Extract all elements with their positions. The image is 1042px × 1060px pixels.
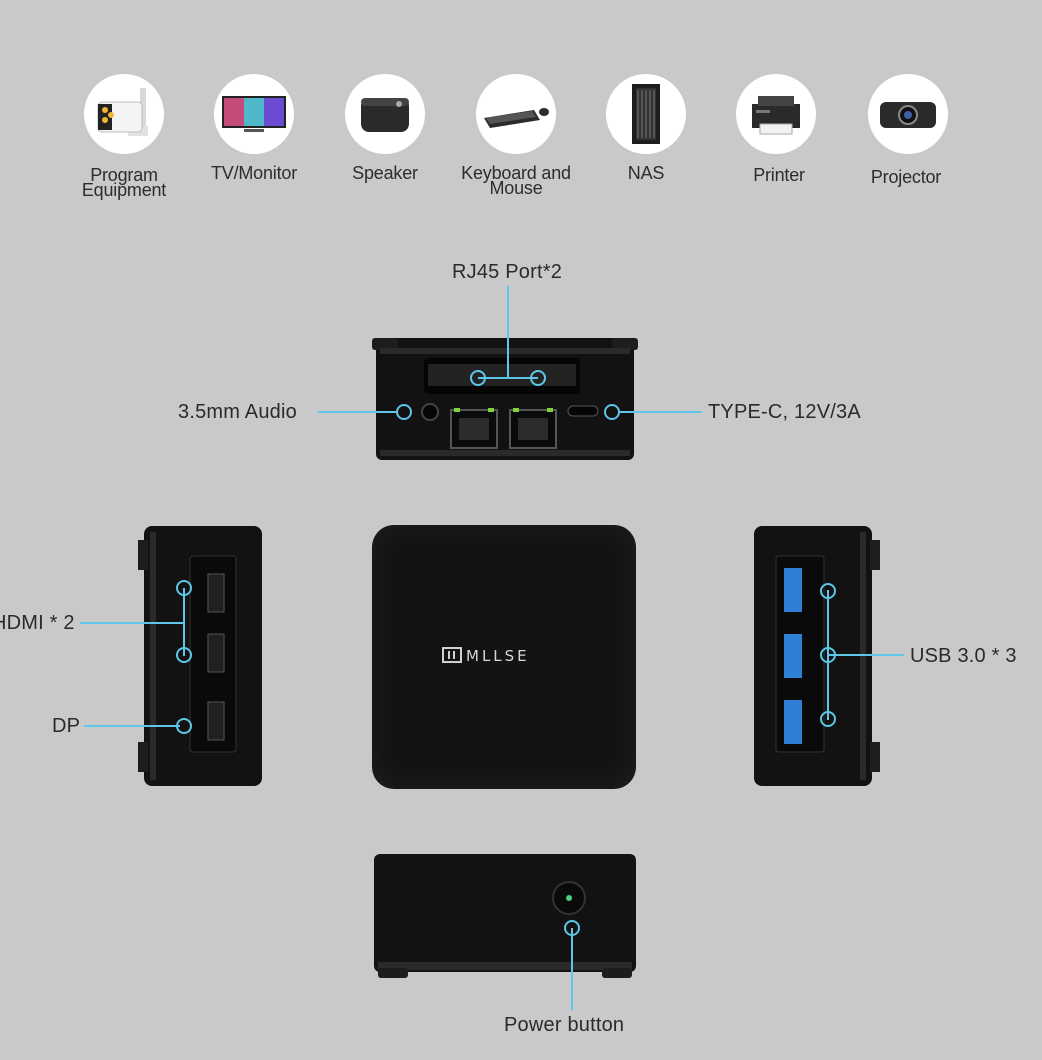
power-callout-line[interactable]: [571, 928, 573, 1010]
typec-label: TYPE-C, 12V/3A: [708, 401, 861, 423]
rj45-port-marker: [470, 370, 486, 386]
usb-port-marker: [820, 647, 836, 663]
tv-monitor-icon: [214, 74, 294, 154]
usb-port-marker: [820, 711, 836, 727]
brand-logo: [442, 647, 462, 668]
power-label: Power button: [504, 1014, 625, 1036]
hdmi-callout-line: [183, 588, 185, 656]
rj45-port-marker: [530, 370, 546, 386]
audio-label: 3.5mm Audio: [178, 401, 297, 423]
typec-callout-line: [618, 411, 702, 413]
rj45-label: RJ45 Port*2: [452, 261, 563, 283]
audio-callout-line: [318, 411, 396, 413]
typec-port-marker: [604, 404, 620, 420]
device-label: Program Equipment: [81, 165, 167, 200]
back-panel-view: [372, 334, 638, 464]
hdmi-port-marker: [176, 647, 192, 663]
projector-icon: [868, 74, 948, 154]
rj45-callout-line: [507, 286, 509, 378]
dp-label: DP: [52, 715, 81, 737]
left-side-view: [138, 524, 264, 788]
device-label: Projector: [870, 167, 942, 187]
top-view: MLLSE: [372, 525, 636, 789]
dp-callout-line: [84, 725, 180, 727]
printer-icon: [736, 74, 816, 154]
rj45-callout-line: [478, 377, 538, 379]
usb-callout-line: [828, 654, 904, 656]
device-label: Speaker: [352, 163, 418, 183]
device-label: TV/Monitor: [210, 163, 298, 183]
dp-port-marker: [176, 718, 192, 734]
front-panel-view: [372, 852, 638, 980]
nas-icon: [606, 74, 686, 154]
keyboard-mouse-icon: [476, 74, 556, 154]
cctv-camera-icon: [84, 74, 164, 154]
hdmi-port-marker: [176, 580, 192, 596]
device-label: Keyboard and Mouse: [461, 163, 571, 198]
hdmi-label: HDMI * 2: [0, 612, 75, 634]
speaker-icon: [345, 74, 425, 154]
brand-name: MLLSE: [466, 647, 530, 665]
usb-port-marker: [820, 583, 836, 599]
power-button-marker[interactable]: [564, 920, 580, 936]
right-side-view: [752, 524, 880, 788]
hdmi-callout-line: [80, 622, 184, 624]
device-label: Printer: [753, 165, 805, 185]
audio-port-marker: [396, 404, 412, 420]
usb-label: USB 3.0 * 3: [910, 645, 1017, 667]
device-label: NAS: [627, 163, 665, 183]
